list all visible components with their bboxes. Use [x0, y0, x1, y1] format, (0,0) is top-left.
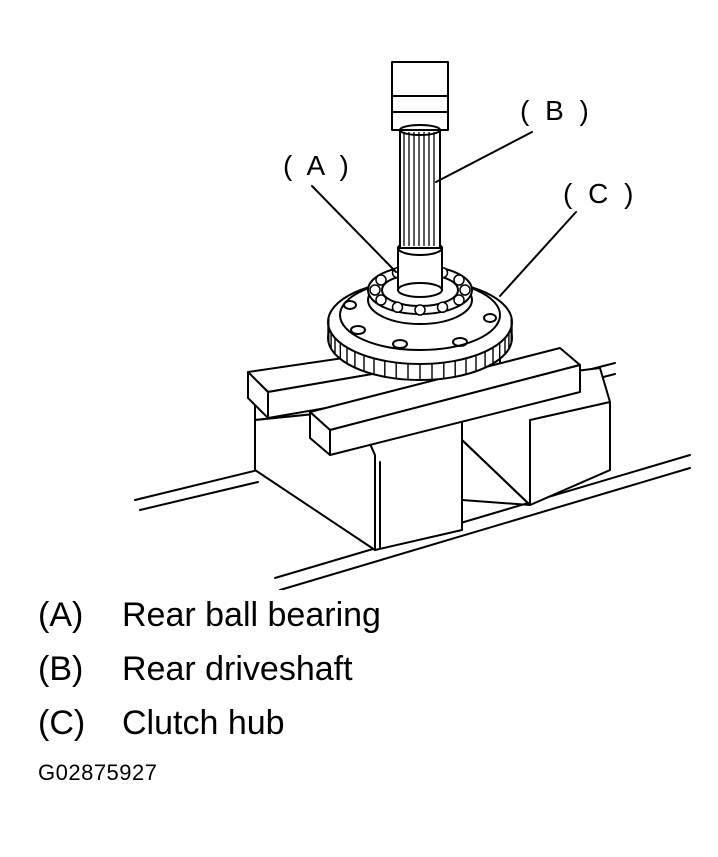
- legend-row-c: (C) Clutch hub: [38, 696, 698, 750]
- callout-c: ( C ): [563, 178, 637, 209]
- press-diagram: ( A ) ( B ) ( C ): [134, 61, 691, 590]
- figure-code: G02875927: [38, 760, 158, 785]
- callout-a: ( A ): [283, 150, 353, 181]
- legend-text: Rear driveshaft: [122, 650, 353, 688]
- legend-text: Clutch hub: [122, 704, 285, 742]
- leader-lines: [311, 131, 577, 297]
- legend-key: (B): [38, 650, 84, 688]
- legend-row-a: (A) Rear ball bearing: [38, 588, 698, 642]
- legend: (A) Rear ball bearing (B) Rear driveshaf…: [38, 588, 698, 750]
- legend-text: Rear ball bearing: [122, 596, 381, 634]
- legend-key: (C): [38, 704, 86, 742]
- legend-key: (A): [38, 596, 84, 634]
- legend-row-b: (B) Rear driveshaft: [38, 642, 698, 696]
- rear-driveshaft: [391, 61, 449, 298]
- callout-b: ( B ): [520, 95, 593, 126]
- rear-ball-bearing: [367, 264, 473, 325]
